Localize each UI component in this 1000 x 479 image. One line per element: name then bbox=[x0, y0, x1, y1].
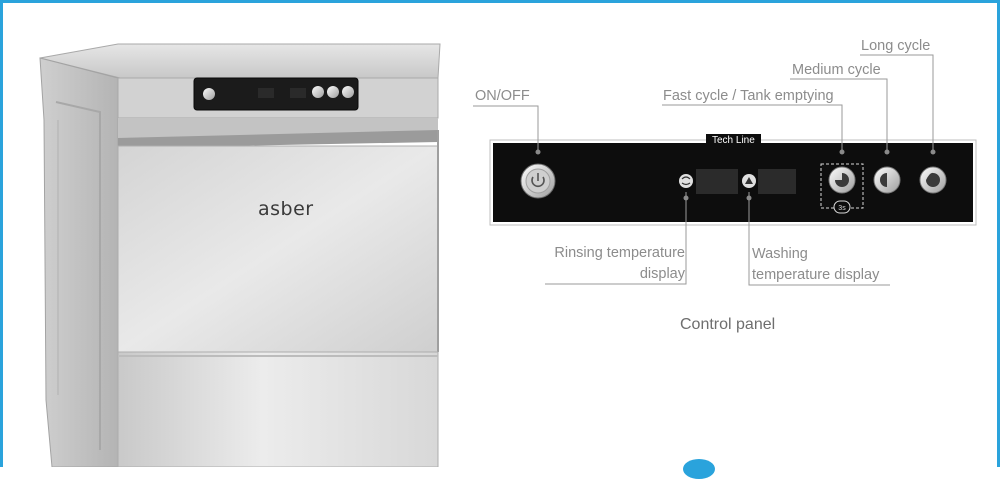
rinsing-temperature-display bbox=[696, 169, 738, 194]
caption-control-panel: Control panel bbox=[680, 316, 776, 333]
mini-medium-button bbox=[327, 86, 339, 98]
mini-display-left bbox=[258, 88, 274, 98]
label-fast-cycle: Fast cycle / Tank emptying bbox=[663, 88, 834, 104]
mini-display-right bbox=[290, 88, 306, 98]
mini-control-panel bbox=[193, 77, 359, 111]
leader-long-cycle bbox=[860, 54, 934, 152]
label-medium-cycle: Medium cycle bbox=[792, 62, 881, 78]
leader-dots bbox=[535, 149, 936, 201]
rinse-icon-glyph bbox=[681, 176, 691, 186]
diagram-canvas: 3s bbox=[39, 43, 977, 467]
label-washing-line2: temperature display bbox=[752, 267, 880, 283]
mini-power-button bbox=[203, 88, 215, 100]
rinse-icon bbox=[679, 174, 693, 188]
long-cycle-icon bbox=[926, 172, 940, 187]
fast-cycle-icon bbox=[835, 173, 849, 187]
mini-fast-button bbox=[312, 86, 324, 98]
tank-empty-badge-glyph: 3s bbox=[838, 205, 846, 212]
dishwasher-illustration bbox=[39, 43, 441, 467]
label-rinsing-line1: Rinsing temperature bbox=[554, 245, 685, 261]
label-long-cycle: Long cycle bbox=[861, 38, 931, 54]
leader-rinsing bbox=[545, 192, 687, 285]
leader-medium-cycle bbox=[790, 78, 888, 152]
side-rib bbox=[55, 101, 101, 450]
mini-long-button bbox=[342, 86, 354, 98]
door-handle bbox=[118, 130, 438, 148]
washing-temperature-display bbox=[758, 169, 796, 194]
brand-logo-text: asber bbox=[258, 198, 314, 220]
panel-title: Tech Line bbox=[706, 134, 761, 148]
dishwasher-door bbox=[117, 145, 439, 353]
label-rinsing-line2: display bbox=[639, 266, 685, 282]
leader-on-off bbox=[473, 105, 539, 152]
label-on-off: ON/OFF bbox=[475, 88, 530, 104]
tank-empty-badge bbox=[833, 200, 851, 214]
power-icon bbox=[531, 176, 545, 188]
label-washing-temperature: Washing temperature display bbox=[752, 244, 879, 286]
dishwasher-side bbox=[39, 57, 119, 467]
dishwasher-base bbox=[117, 351, 439, 467]
control-panel-diagram: 3s bbox=[489, 139, 977, 226]
label-rinsing-temperature: Rinsing temperature display bbox=[520, 243, 685, 285]
leader-lines bbox=[473, 54, 934, 286]
leader-fast-cycle bbox=[662, 104, 843, 152]
wash-icon-glyph bbox=[745, 177, 753, 184]
medium-cycle-icon bbox=[880, 173, 887, 187]
leader-washing bbox=[748, 192, 890, 286]
label-washing-line1: Washing bbox=[752, 246, 808, 262]
